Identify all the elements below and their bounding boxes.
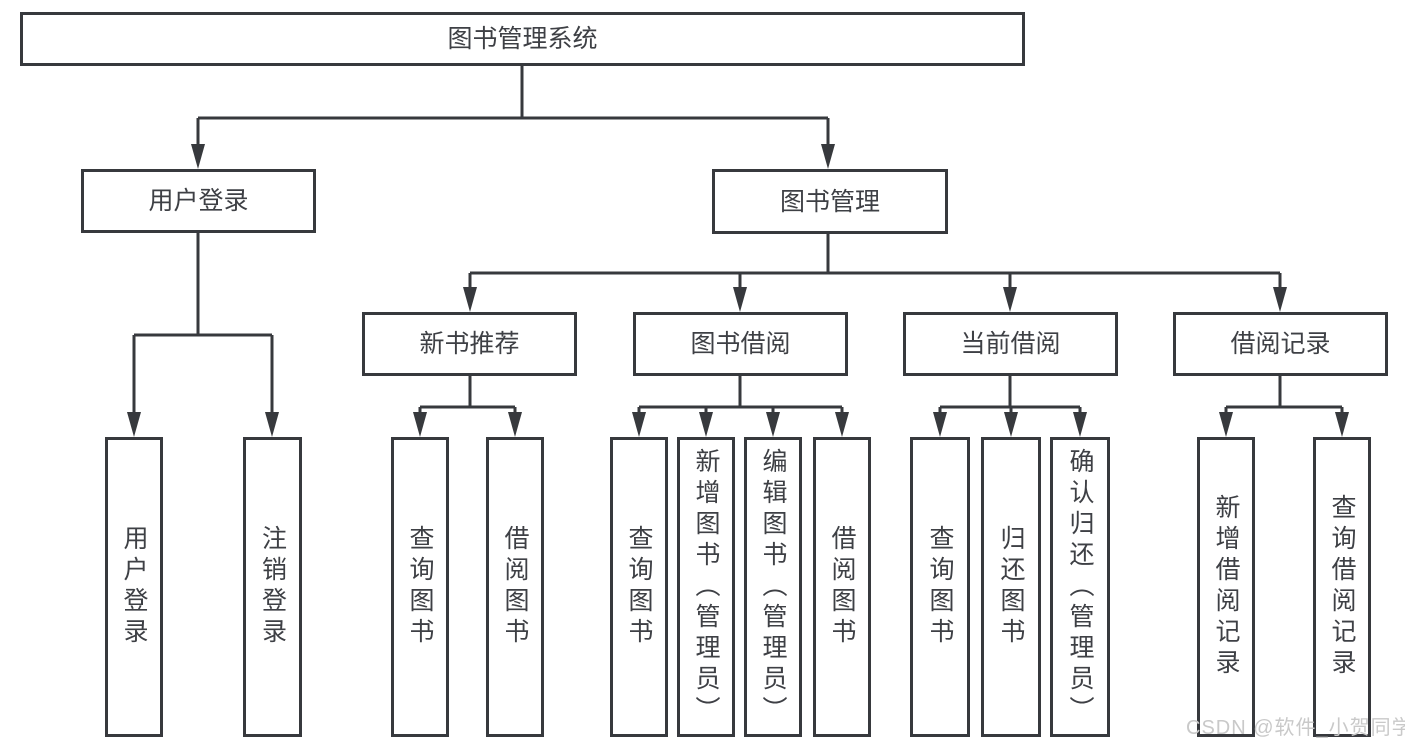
connector-borrow-to-leaves <box>632 376 849 437</box>
leaf-records-query-borrow-record: 查询借阅记录 <box>1313 437 1371 737</box>
leaf-current-confirm-return-admin: 确认归还（管理员） <box>1050 437 1110 737</box>
leaf-current-return-books: 归还图书 <box>981 437 1041 737</box>
connector-root-to-level2 <box>191 66 835 169</box>
leaf-recommend-query-books: 查询图书 <box>391 437 449 737</box>
connector-book-mgmt-to-level3 <box>463 234 1287 312</box>
leaf-borrow-add-books-admin: 新增图书（管理员） <box>677 437 735 737</box>
connector-current-to-leaves <box>933 376 1087 437</box>
node-user-login: 用户登录 <box>81 169 316 233</box>
node-root-system: 图书管理系统 <box>20 12 1025 66</box>
node-book-management: 图书管理 <box>712 169 948 234</box>
leaf-logout-login: 注销登录 <box>243 437 302 737</box>
node-book-borrow: 图书借阅 <box>633 312 848 376</box>
leaf-current-query-books: 查询图书 <box>910 437 970 737</box>
node-current-borrow: 当前借阅 <box>903 312 1118 376</box>
leaf-borrow-query-books: 查询图书 <box>610 437 668 737</box>
watermark: CSDN @软件_小贺同学 <box>1186 717 1405 739</box>
connector-records-to-leaves <box>1219 376 1349 437</box>
leaf-borrow-borrow-books: 借阅图书 <box>813 437 871 737</box>
leaf-recommend-borrow-books: 借阅图书 <box>486 437 544 737</box>
leaf-user-login: 用户登录 <box>105 437 163 737</box>
leaf-records-add-borrow-record: 新增借阅记录 <box>1197 437 1255 737</box>
connector-recommend-to-leaves <box>413 376 522 437</box>
node-borrow-records: 借阅记录 <box>1173 312 1388 376</box>
connector-user-login-to-leaves <box>127 233 279 437</box>
node-new-book-recommend: 新书推荐 <box>362 312 577 376</box>
leaf-borrow-edit-books-admin: 编辑图书（管理员） <box>744 437 802 737</box>
